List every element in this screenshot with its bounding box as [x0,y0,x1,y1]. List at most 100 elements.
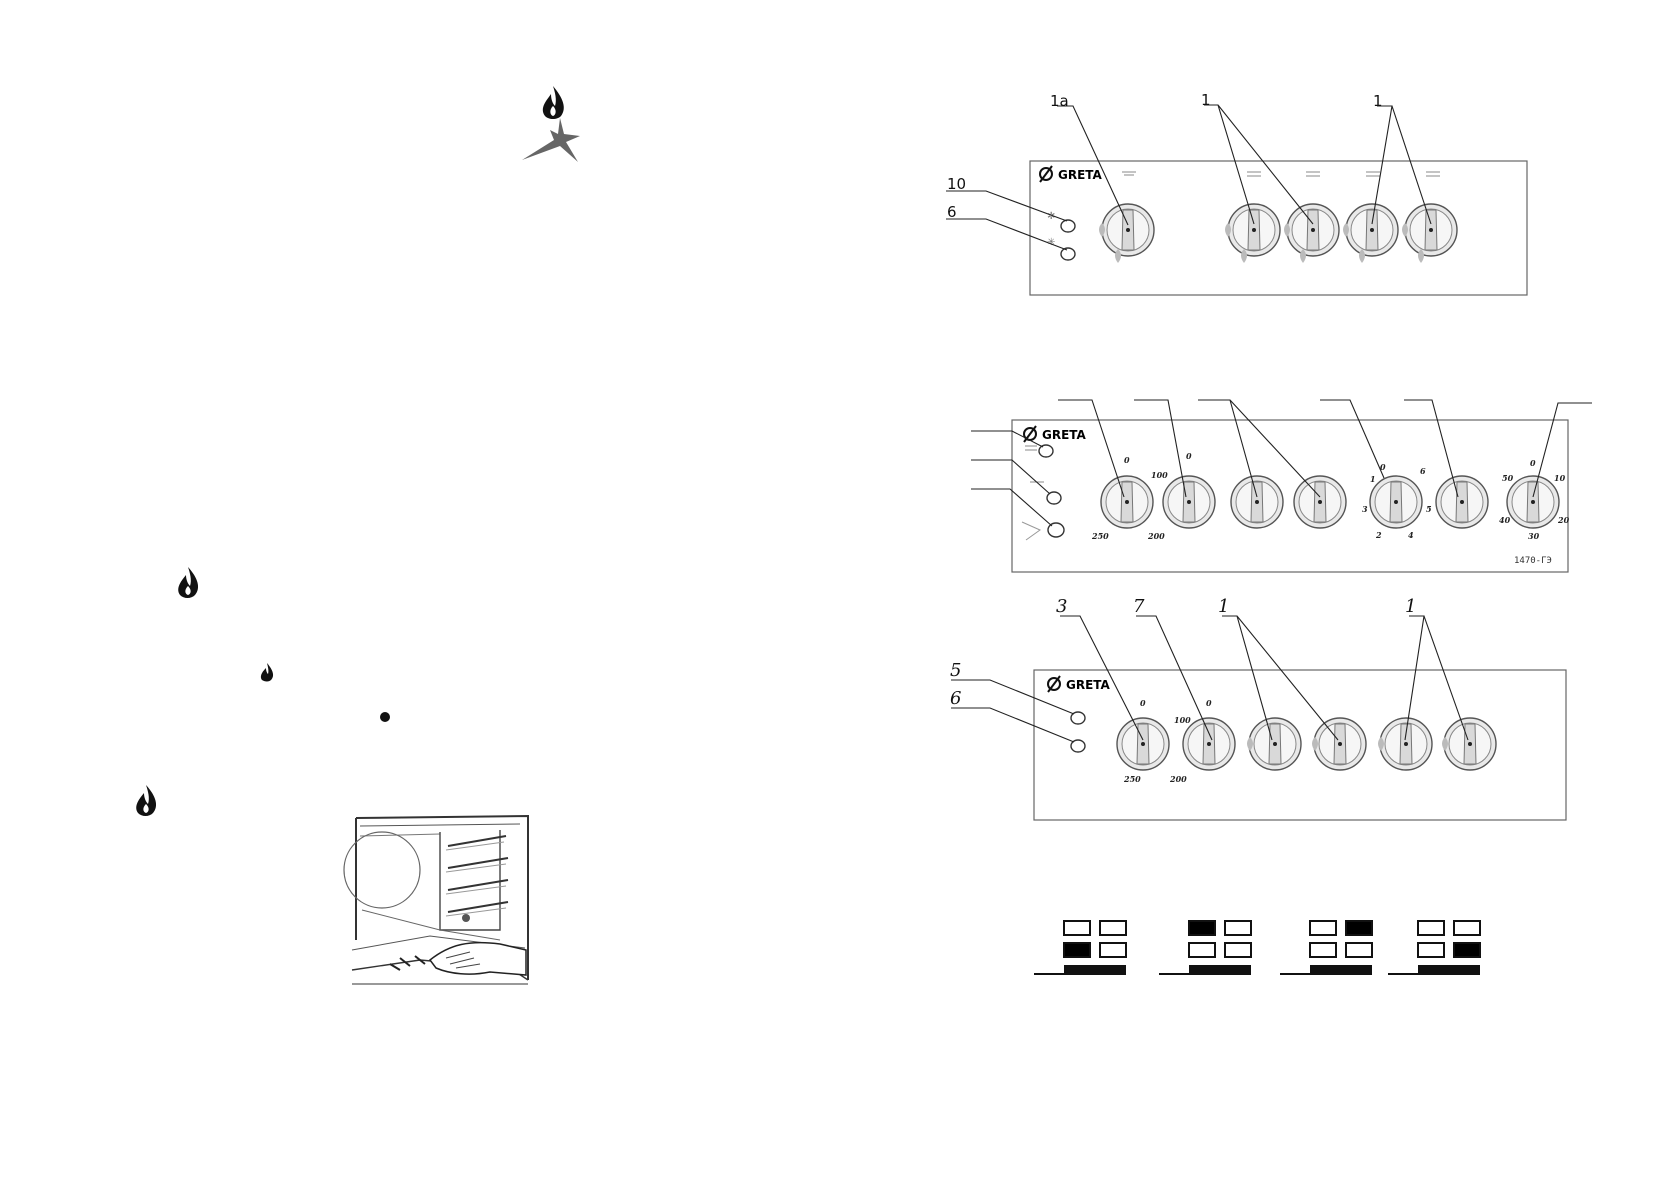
knob-mark: 0 [1380,462,1386,472]
brand-label: GRETA [1058,168,1103,182]
flame-icon [178,567,199,598]
knob-mark: 200 [1169,774,1187,784]
burner-knob[interactable] [1248,717,1302,771]
knob-mark: 50 [1502,473,1514,483]
callout-1: 1 [1218,596,1230,617]
burner-knob[interactable] [1345,203,1399,257]
oven-bar [1418,965,1480,974]
knob-mark: 250 [1091,531,1109,541]
knob-mark: 0 [1124,455,1130,465]
burner-knob[interactable] [1293,475,1347,529]
greta-logo: GRETA [1047,675,1111,693]
brand-label: GRETA [1066,678,1111,692]
oven-temp-knob[interactable] [1100,475,1154,529]
oven-knob[interactable] [1101,203,1155,257]
burner-knob[interactable] [1404,203,1458,257]
oven-mode-knob[interactable] [1182,717,1236,771]
oven-bar [1310,965,1372,974]
timer-knob[interactable] [1506,475,1560,529]
hotplate-knob[interactable] [1369,475,1423,529]
greta-logo: GRETA [1039,165,1103,183]
ignition-button[interactable] [1060,247,1076,261]
knob-mark: 0 [1206,698,1212,708]
burner-square [1309,920,1337,936]
active-burner-square [1063,942,1091,958]
callout-3: 3 [1056,596,1068,617]
callout-1: 1 [1201,91,1211,109]
knob-mark: 0 [1140,698,1146,708]
burner-knob[interactable] [1230,475,1284,529]
burner-diagram [1280,920,1373,975]
grill-button[interactable] [1038,444,1054,458]
ignition-button[interactable] [1070,739,1086,753]
burner-diagram [1388,920,1481,975]
oven-temp-knob[interactable] [1116,717,1170,771]
knob-mark: 4 [1408,530,1414,540]
light-button[interactable] [1046,491,1062,505]
callout-1a: 1a [1050,92,1069,110]
knob-mark: 2 [1375,530,1382,540]
burner-square [1224,920,1252,936]
burner-square [1099,942,1127,958]
dot-icon [380,712,390,722]
light-button[interactable] [1070,711,1086,725]
callout-7: 7 [1133,596,1145,617]
flame-icon [542,86,564,119]
burner-square [1453,920,1481,936]
svg-text:✳: ✳ [1047,237,1055,248]
svg-text:✲: ✲ [1047,211,1055,222]
knob-mark: 0 [1530,458,1536,468]
control-panel-1: GRETA ✲ ✳ [946,104,1528,296]
burner-knob[interactable] [1313,717,1367,771]
spark-icon [522,118,580,162]
knob-mark: 3 [1362,504,1368,514]
callout-6: 6 [947,203,957,221]
ignition-button[interactable] [1047,522,1065,538]
burner-diagram [1034,920,1127,975]
callout-6: 6 [950,688,962,709]
burner-diagrams [1034,920,1481,975]
burner-square [1417,942,1445,958]
burner-knob[interactable] [1286,203,1340,257]
burner-square [1417,920,1445,936]
callout-1: 1 [1373,92,1383,110]
burner-knob[interactable] [1443,717,1497,771]
burner-knob[interactable] [1435,475,1489,529]
knob-mark: 0 [1186,451,1192,461]
knob-mark: 6 [1420,466,1426,476]
burner-square [1224,942,1252,958]
oven-bar [1189,965,1251,974]
burner-square [1063,920,1091,936]
callout-10: 10 [947,175,967,193]
model-number: 1470-ГЭ [1514,556,1552,566]
burner-knob[interactable] [1227,203,1281,257]
knob-mark: 100 [1151,470,1168,480]
knob-mark: 5 [1426,504,1432,514]
control-panel-3: GRETA 0 250 0 100 200 [951,615,1567,821]
flame-icon [260,663,274,682]
knob-mark: 20 [1557,515,1570,525]
active-burner-square [1345,920,1373,936]
callout-1: 1 [1405,596,1417,617]
burner-square [1188,942,1216,958]
callout-5: 5 [950,660,962,681]
brand-label: GRETA [1042,428,1087,442]
oven-illustration [343,814,530,988]
active-burner-square [1188,920,1216,936]
burner-knob[interactable] [1379,717,1433,771]
knob-mark: 100 [1174,715,1191,725]
knob-mark: 10 [1554,473,1566,483]
burner-square [1309,942,1337,958]
knob-mark: 30 [1528,531,1540,541]
burner-square [1345,942,1373,958]
knob-mark: 1 [1370,474,1376,484]
oven-bar [1064,965,1126,974]
active-burner-square [1453,942,1481,958]
knob-mark: 250 [1123,774,1141,784]
knob-mark: 200 [1147,531,1165,541]
oven-mode-knob[interactable] [1162,475,1216,529]
oven-light-button[interactable] [1060,219,1076,233]
knob-mark: 40 [1499,515,1511,525]
flame-icon [136,785,157,816]
